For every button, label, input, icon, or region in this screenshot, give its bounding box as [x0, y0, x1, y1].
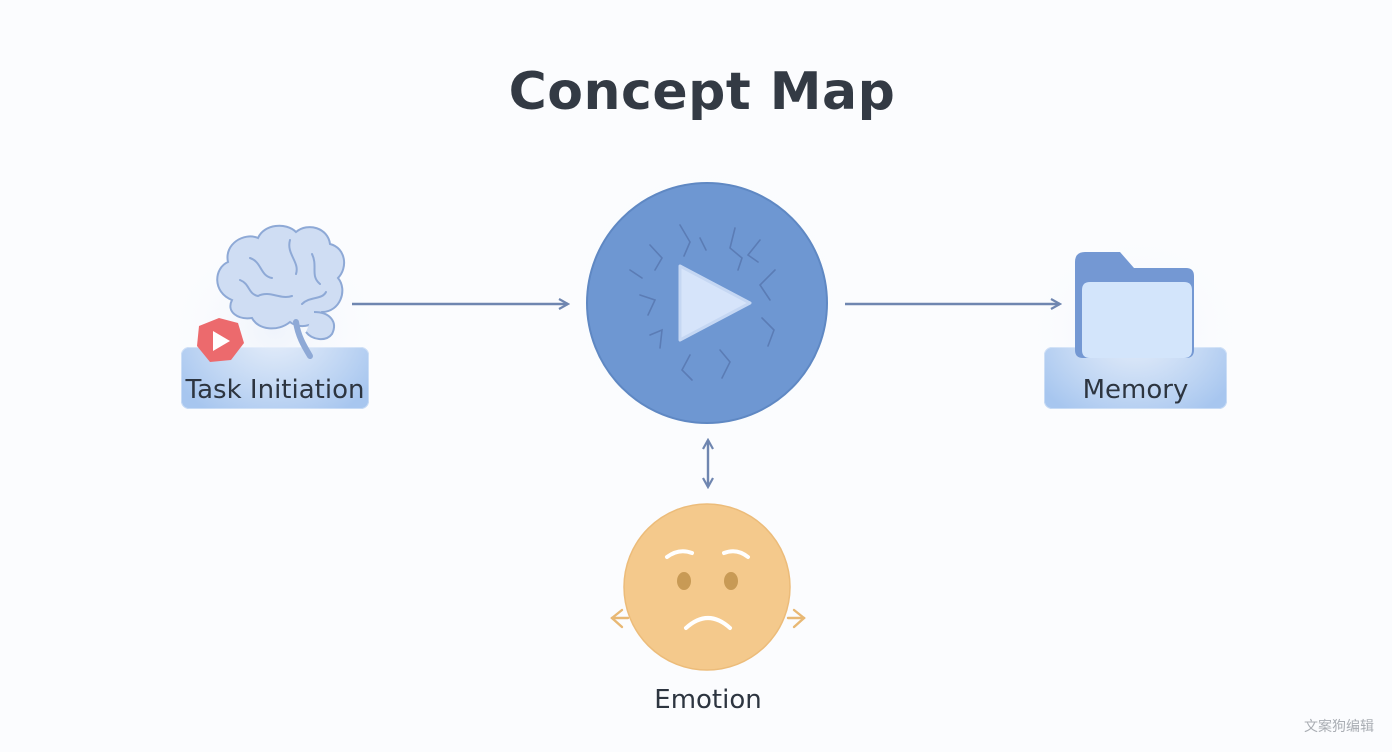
- center-node[interactable]: [586, 182, 828, 424]
- emotion-label: Emotion: [654, 685, 762, 715]
- folder-icon: [1075, 252, 1194, 358]
- page-title: Concept Map: [508, 62, 896, 122]
- task-initiation-label: Task Initiation: [185, 375, 365, 405]
- brain-icon: [216, 224, 346, 359]
- memory-label: Memory: [1082, 375, 1189, 405]
- sad-face-icon[interactable]: [623, 503, 791, 671]
- watermark: 文案狗编辑: [1304, 719, 1374, 735]
- emotion-side-arrows: [610, 608, 806, 629]
- play-badge-icon[interactable]: [197, 318, 244, 362]
